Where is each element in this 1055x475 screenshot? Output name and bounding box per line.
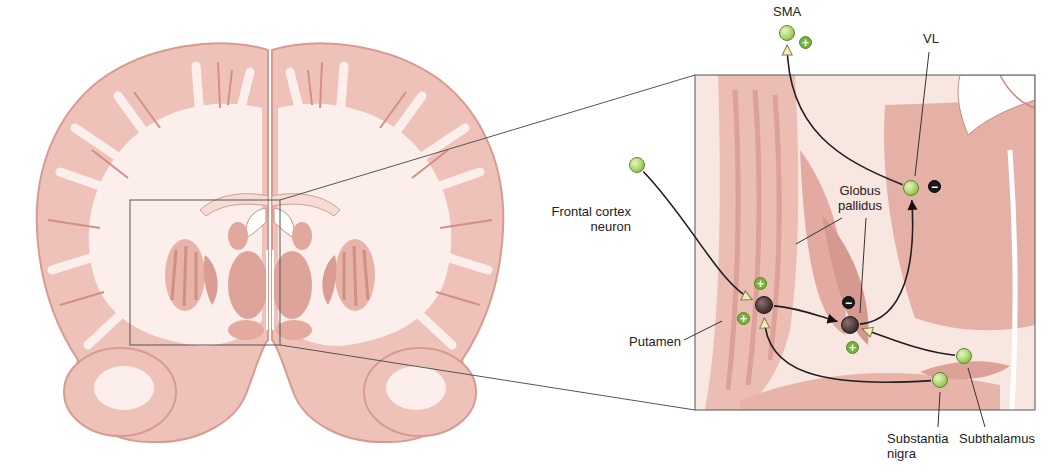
structure-label: Globus pallidus xyxy=(827,183,893,213)
structure-label: Subthalamus xyxy=(959,431,1035,446)
axon-connector xyxy=(774,306,838,322)
neuron-cell: Frontal cortex neuron xyxy=(629,157,645,173)
leader-line xyxy=(968,368,985,427)
structure-label: SMA xyxy=(773,4,801,19)
svg-part xyxy=(728,90,738,390)
synapse-sign: − xyxy=(842,296,855,309)
axon-connector xyxy=(862,329,955,355)
synapse-sign: + xyxy=(737,312,750,325)
synapse-sign: + xyxy=(799,36,812,49)
leader-lines xyxy=(684,52,985,427)
neuron-cell: SMA xyxy=(779,25,795,41)
zoom-line xyxy=(280,75,695,200)
svg-part xyxy=(770,95,779,360)
neuron-cell-dark: Putamen xyxy=(755,296,773,314)
neuron-cell: VL xyxy=(903,180,919,196)
axon-connector xyxy=(787,45,903,185)
leader-line xyxy=(684,321,722,340)
structure-label: VL xyxy=(923,31,939,46)
left-hemisphere xyxy=(37,43,268,442)
leader-line xyxy=(860,218,866,313)
zoom-ground xyxy=(695,75,1035,410)
zoom-source-box xyxy=(130,200,280,345)
structure-label: Substantia nigra xyxy=(887,431,961,461)
zoom-line xyxy=(280,345,695,410)
ventricle xyxy=(958,75,1035,135)
zoom-panel-anatomy xyxy=(695,75,1035,410)
midline xyxy=(1010,150,1015,410)
right-hemisphere xyxy=(272,43,503,442)
leader-line xyxy=(915,52,929,176)
synapse-sign: + xyxy=(846,341,859,354)
neuron-cell: Substantia nigra xyxy=(932,372,948,388)
leader-line xyxy=(796,218,842,244)
neuron-cell: Subthalamus xyxy=(956,348,972,364)
axon-connector xyxy=(860,200,913,324)
neuron-cell-dark: Globus pallidus xyxy=(841,316,859,334)
leader-line xyxy=(938,392,940,427)
globus-pallidus-internal xyxy=(822,215,869,345)
structure-label: Frontal cortex neuron xyxy=(531,204,631,234)
ventricle-wall xyxy=(1000,75,1035,108)
svg-part xyxy=(748,90,759,385)
synapse-sign: + xyxy=(754,277,767,290)
structure-label: Putamen xyxy=(629,334,681,349)
synapse-sign: − xyxy=(928,180,941,193)
zoom-panel-frame xyxy=(695,75,1035,410)
axon-connector xyxy=(643,171,752,299)
